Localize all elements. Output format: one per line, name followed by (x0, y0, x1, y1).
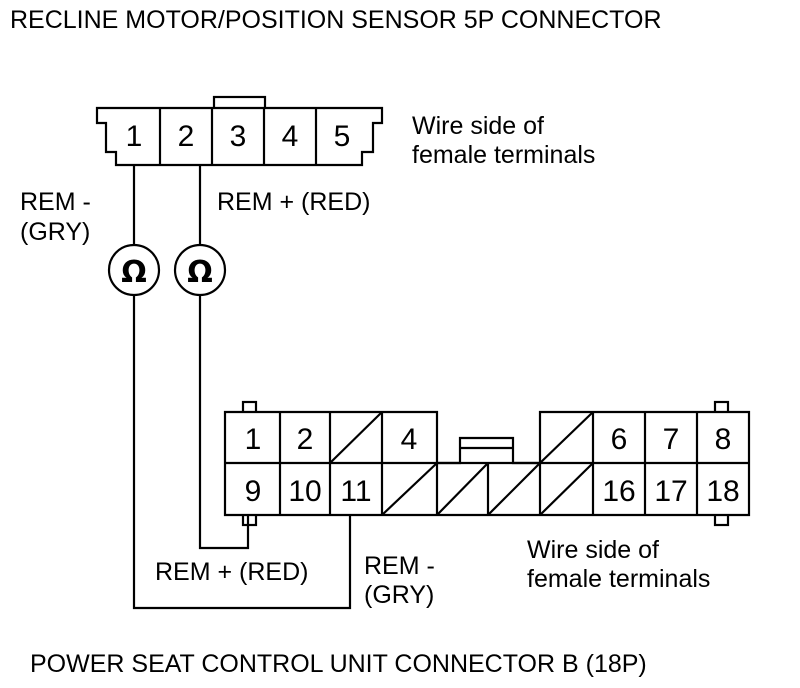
rem-plus-red-wire (198, 165, 250, 550)
bottom-terminal-8: 8 (715, 423, 732, 456)
empty-cavity-mark (539, 411, 594, 464)
empty-cavity-mark (381, 462, 438, 516)
ohm-meter-circle (107, 243, 161, 297)
bottom-title: POWER SEAT CONTROL UNIT CONNECTOR B (18P… (30, 650, 647, 678)
rem-minus-top-label-line2: (GRY) (20, 218, 90, 246)
rem-minus-bottom-label-line2: (GRY) (364, 581, 434, 609)
ohm-meter-circle (173, 243, 227, 297)
bottom-side-label-line1: Wire side of (527, 536, 659, 564)
top-terminal-1: 1 (126, 120, 143, 153)
bottom-connector: 1 2 4 6 7 8 9 10 11 16 17 18 (223, 400, 751, 527)
top-connector-housing (95, 106, 384, 167)
bottom-terminal-4: 4 (401, 423, 418, 456)
bottom-terminal-17: 17 (654, 475, 687, 508)
bottom-terminal-11: 11 (340, 475, 371, 508)
empty-cavity-mark (436, 462, 489, 516)
rem-minus-gry-wire (132, 165, 352, 610)
rem-minus-bottom-label-line1: REM - (364, 552, 435, 580)
ohmmeter-left: Ω (107, 243, 161, 297)
bottom-terminal-10: 10 (288, 475, 321, 508)
empty-cavity-mark (539, 462, 594, 516)
bottom-terminal-1: 1 (245, 423, 262, 456)
bottom-terminal-16: 16 (602, 475, 635, 508)
bottom-side-label-line2: female terminals (527, 565, 710, 593)
bottom-terminal-2: 2 (297, 423, 314, 456)
top-terminal-5: 5 (334, 120, 351, 153)
bottom-terminal-9: 9 (245, 475, 262, 508)
top-side-label-line1: Wire side of (412, 112, 544, 140)
top-terminal-2: 2 (178, 120, 195, 153)
rem-plus-bottom-label: REM + (RED) (155, 558, 308, 586)
empty-cavity-mark (329, 411, 383, 464)
top-title: RECLINE MOTOR/POSITION SENSOR 5P CONNECT… (10, 6, 662, 34)
bottom-terminal-7: 7 (663, 423, 680, 456)
bottom-terminal-6: 6 (611, 423, 628, 456)
rem-minus-top-label-line1: REM - (20, 188, 91, 216)
ohmmeter-right: Ω (173, 243, 227, 297)
rem-plus-top-label: REM + (RED) (217, 188, 370, 216)
top-side-label-line2: female terminals (412, 141, 595, 169)
top-terminal-3: 3 (230, 120, 247, 153)
empty-cavity-mark (487, 462, 541, 516)
ohm-icon: Ω (187, 255, 213, 290)
ohm-icon: Ω (121, 255, 147, 290)
top-terminal-4: 4 (282, 120, 299, 153)
bottom-terminal-18: 18 (706, 475, 739, 508)
top-connector: 1 2 3 4 5 (95, 95, 384, 167)
